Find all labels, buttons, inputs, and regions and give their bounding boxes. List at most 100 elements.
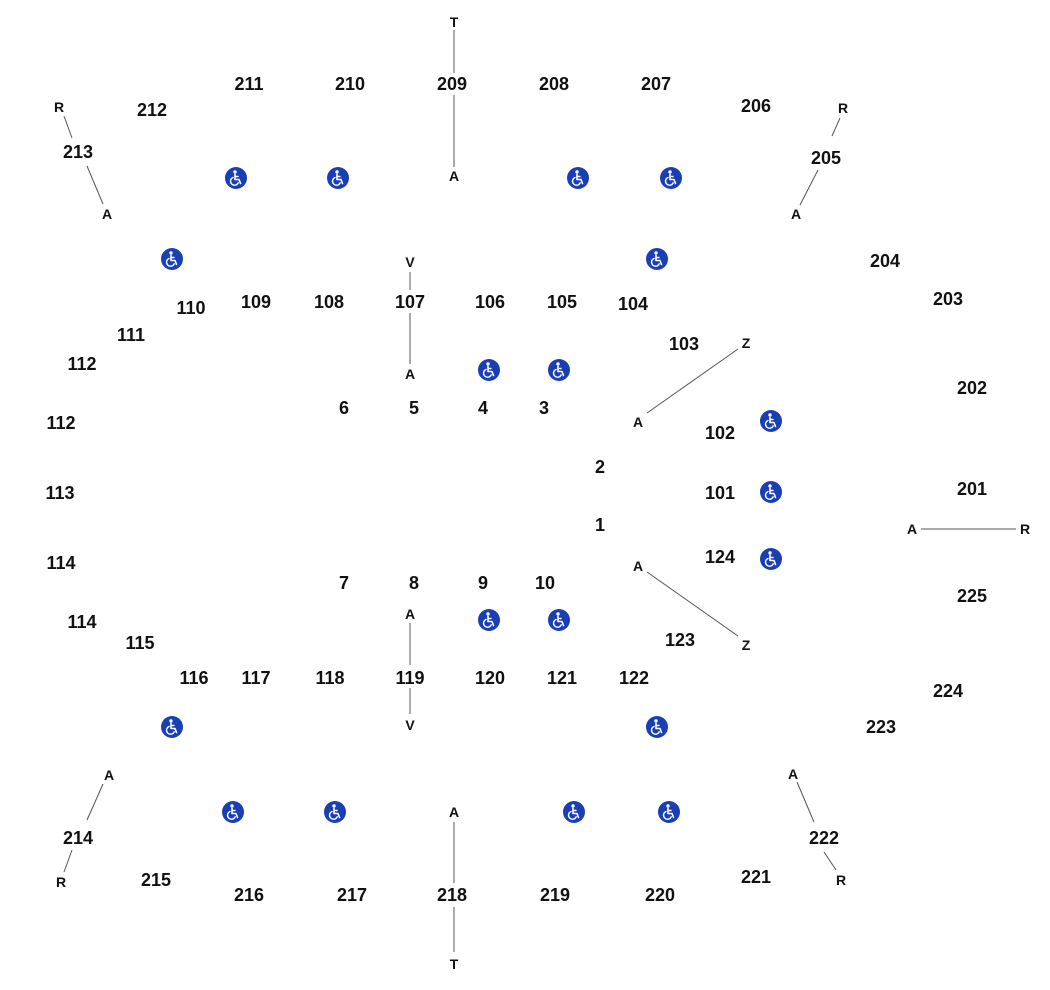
section-109[interactable]: 109 (240, 292, 272, 312)
section-216[interactable]: 216 (233, 885, 265, 905)
section-224[interactable]: 224 (932, 681, 964, 701)
wheelchair-icon (222, 801, 244, 823)
section-107[interactable]: 107 (394, 292, 426, 312)
section-111[interactable]: 111 (116, 325, 146, 345)
section-103[interactable]: 103 (668, 334, 700, 354)
section-105[interactable]: 105 (546, 292, 578, 312)
section-220[interactable]: 220 (644, 885, 676, 905)
marker-r-bottom-right: R (833, 872, 849, 888)
marker-a-lower-center: A (402, 606, 418, 622)
section-215[interactable]: 215 (140, 870, 172, 890)
section-114[interactable]: 114 (46, 553, 76, 573)
marker-a-bottom-right: A (785, 766, 801, 782)
marker-r-bottom-left: R (53, 874, 69, 890)
section-116[interactable]: 116 (179, 668, 209, 688)
section-112[interactable]: 112 (67, 354, 97, 374)
floor-row-4[interactable]: 4 (477, 398, 489, 418)
floor-row-5[interactable]: 5 (408, 398, 420, 418)
section-219[interactable]: 219 (539, 885, 571, 905)
connector-line (796, 781, 815, 823)
section-120[interactable]: 120 (474, 668, 506, 688)
wheelchair-icon (225, 167, 247, 189)
section-209[interactable]: 209 (436, 74, 468, 94)
section-124[interactable]: 124 (704, 547, 736, 567)
marker-a-upper-center: A (402, 366, 418, 382)
wheelchair-icon (660, 167, 682, 189)
section-113[interactable]: 113 (45, 483, 75, 503)
section-106[interactable]: 106 (474, 292, 506, 312)
section-101[interactable]: 101 (704, 483, 736, 503)
marker-a-lower-right: A (630, 558, 646, 574)
section-223[interactable]: 223 (865, 717, 897, 737)
wheelchair-icon (327, 167, 349, 189)
section-108[interactable]: 108 (313, 292, 345, 312)
section-221[interactable]: 221 (740, 867, 772, 887)
section-121[interactable]: 121 (546, 668, 578, 688)
section-118[interactable]: 118 (315, 668, 345, 688)
floor-row-8[interactable]: 8 (408, 573, 420, 593)
section-217[interactable]: 217 (336, 885, 368, 905)
floor-row-2[interactable]: 2 (594, 457, 606, 477)
section-115[interactable]: 115 (125, 633, 155, 653)
section-207[interactable]: 207 (640, 74, 672, 94)
marker-a-bottom-left: A (101, 767, 117, 783)
wheelchair-icon (563, 801, 585, 823)
section-102[interactable]: 102 (704, 423, 736, 443)
section-114[interactable]: 114 (67, 612, 97, 632)
section-205[interactable]: 205 (810, 148, 842, 168)
marker-z-upper-right: Z (739, 335, 753, 351)
floor-row-1[interactable]: 1 (594, 515, 606, 535)
section-104[interactable]: 104 (617, 294, 649, 314)
marker-r-top-left: R (51, 99, 67, 115)
connector-line (646, 348, 739, 414)
wheelchair-icon (658, 801, 680, 823)
marker-t-bottom: T (447, 956, 461, 972)
marker-a-top-right: A (788, 206, 804, 222)
marker-a-upper-right: A (630, 414, 646, 430)
floor-row-7[interactable]: 7 (338, 573, 350, 593)
section-110[interactable]: 110 (176, 298, 206, 318)
connector-line (646, 571, 739, 637)
connector-line (86, 783, 104, 821)
marker-v-lower: V (403, 717, 417, 733)
wheelchair-icon (760, 481, 782, 503)
section-123[interactable]: 123 (664, 630, 696, 650)
section-213[interactable]: 213 (62, 142, 94, 162)
floor-row-10[interactable]: 10 (534, 573, 556, 593)
wheelchair-icon (760, 410, 782, 432)
wheelchair-icon (646, 716, 668, 738)
section-218[interactable]: 218 (436, 885, 468, 905)
section-117[interactable]: 117 (241, 668, 271, 688)
connector-line (86, 165, 104, 205)
section-222[interactable]: 222 (808, 828, 840, 848)
marker-z-lower-right: Z (739, 637, 753, 653)
wheelchair-icon (567, 167, 589, 189)
connector-line (831, 117, 841, 137)
section-211[interactable]: 211 (234, 74, 264, 94)
wheelchair-icon (161, 248, 183, 270)
floor-row-9[interactable]: 9 (477, 573, 489, 593)
wheelchair-icon (760, 548, 782, 570)
section-204[interactable]: 204 (869, 251, 901, 271)
section-225[interactable]: 225 (956, 586, 988, 606)
section-122[interactable]: 122 (618, 668, 650, 688)
section-208[interactable]: 208 (538, 74, 570, 94)
section-214[interactable]: 214 (62, 828, 94, 848)
marker-a-bottom: A (446, 804, 462, 820)
section-206[interactable]: 206 (740, 96, 772, 116)
wheelchair-icon (478, 609, 500, 631)
section-212[interactable]: 212 (136, 100, 168, 120)
section-210[interactable]: 210 (334, 74, 366, 94)
section-112[interactable]: 112 (46, 413, 76, 433)
section-119[interactable]: 119 (395, 668, 425, 688)
wheelchair-icon (548, 609, 570, 631)
floor-row-3[interactable]: 3 (538, 398, 550, 418)
marker-a-top-left: A (99, 206, 115, 222)
section-202[interactable]: 202 (956, 378, 988, 398)
wheelchair-icon (646, 248, 668, 270)
section-201[interactable]: 201 (956, 479, 988, 499)
section-203[interactable]: 203 (932, 289, 964, 309)
floor-row-6[interactable]: 6 (338, 398, 350, 418)
